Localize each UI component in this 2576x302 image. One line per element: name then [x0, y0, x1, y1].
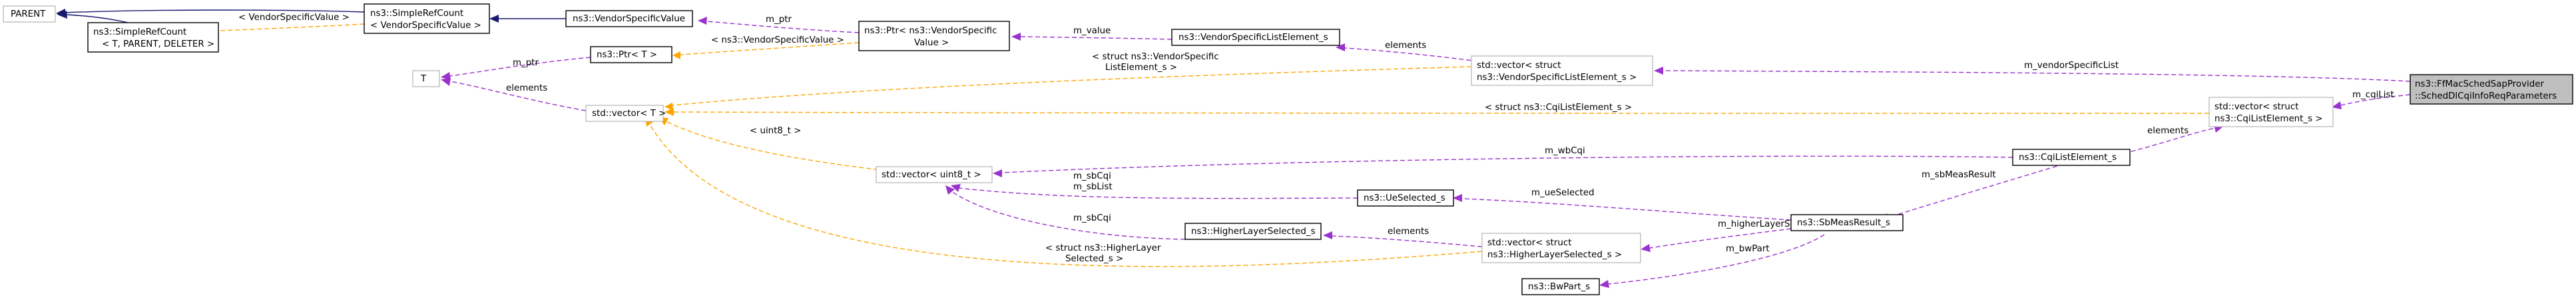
edge-m-ptr-vsv: m_ptr — [698, 15, 860, 33]
edge-m-cqilist: m_cqiList — [2332, 90, 2411, 109]
edge-m-value: m_value — [1011, 26, 1172, 41]
node-ptr-vendorspecificvalue[interactable]: ns3::Ptr< ns3::VendorSpecific Value > — [858, 21, 1010, 51]
svg-text:ns3::SimpleRefCount: ns3::SimpleRefCount — [93, 27, 186, 37]
edge-label: < struct ns3::CqiListElement_s > — [1485, 103, 1632, 113]
svg-text:std::vector< T >: std::vector< T > — [592, 109, 666, 119]
edge-label: m_sbCqi — [1073, 213, 1111, 223]
svg-text:ns3::CqiListElement_s: ns3::CqiListElement_s — [2019, 153, 2117, 163]
edge-elements-t: elements — [441, 78, 587, 111]
node-bwpart[interactable]: ns3::BwPart_s — [1521, 278, 1600, 295]
edge-template-vslist: < struct ns3::VendorSpecific ListElement… — [664, 52, 1472, 111]
node-ueselected[interactable]: ns3::UeSelected_s — [1357, 189, 1454, 207]
svg-text:ns3::UeSelected_s: ns3::UeSelected_s — [1364, 193, 1445, 203]
edge-simplerefcount-vsv-to-parent — [56, 9, 365, 17]
svg-text:ns3::VendorSpecificListElement: ns3::VendorSpecificListElement_s > — [1477, 73, 1637, 83]
svg-text:ns3::FfMacSchedSapProvider: ns3::FfMacSchedSapProvider — [2415, 79, 2544, 89]
node-t[interactable]: T — [412, 70, 440, 87]
svg-text:< VendorSpecificValue >: < VendorSpecificValue > — [370, 21, 481, 31]
node-vector-t[interactable]: std::vector< T > — [585, 105, 666, 122]
edge-label: m_bwPart — [1726, 244, 1770, 254]
edge-label: m_ueSelected — [1531, 188, 1595, 198]
edge-label: m_vendorSpecificList — [2024, 61, 2119, 71]
node-vector-cqilistelement[interactable]: std::vector< struct ns3::CqiListElement_… — [2208, 97, 2334, 127]
edge-template-ptr-vsv: < ns3::VendorSpecificValue > — [672, 35, 860, 59]
edge-label: m_sbList — [1073, 182, 1113, 192]
svg-text:ns3::SbMeasResult_s: ns3::SbMeasResult_s — [1797, 218, 1890, 228]
edge-label: elements — [1385, 41, 1426, 51]
edge-template-uint8: < uint8_t > — [658, 117, 886, 171]
edge-label: m_cqiList — [2352, 90, 2394, 100]
node-vector-vendorspecificlistelement[interactable]: std::vector< struct ns3::VendorSpecificL… — [1471, 55, 1653, 86]
svg-text:ns3::SimpleRefCount: ns3::SimpleRefCount — [370, 9, 463, 19]
svg-text:ns3::CqiListElement_s >: ns3::CqiListElement_s > — [2214, 114, 2323, 124]
edge-elements-cqilist: elements — [2123, 125, 2224, 154]
edge-label: elements — [1388, 227, 1429, 237]
edge-label: < struct ns3::HigherLayer — [1045, 243, 1161, 253]
edge-label: m_sbCqi — [1073, 171, 1111, 181]
node-simplerefcount-vendorspecificvalue[interactable]: ns3::SimpleRefCount < VendorSpecificValu… — [364, 3, 490, 34]
edge-label: m_ptr — [513, 58, 539, 68]
edge-template-cqilist: < struct ns3::CqiListElement_s > — [664, 103, 2210, 116]
edge-m-bwpart: m_bwPart — [1599, 234, 1825, 288]
edge-label: m_ptr — [766, 15, 792, 25]
svg-text:ns3::Ptr< T >: ns3::Ptr< T > — [597, 50, 657, 60]
edge-m-ptr-t: m_ptr — [441, 57, 591, 80]
edge-m-sbcqi-sblist: m_sbCqi m_sbList — [951, 171, 1358, 199]
svg-text:ns3::VendorSpecificListElement: ns3::VendorSpecificListElement_s — [1178, 33, 1328, 43]
svg-text:ns3::HigherLayerSelected_s: ns3::HigherLayerSelected_s — [1191, 227, 1316, 237]
svg-text:PARENT: PARENT — [11, 9, 46, 19]
edge-label: < uint8_t > — [750, 126, 801, 136]
node-vector-higherlayerselected[interactable]: std::vector< struct ns3::HigherLayerSele… — [1481, 233, 1641, 263]
edge-label: elements — [506, 83, 547, 93]
edge-elements-vslist: elements — [1336, 41, 1479, 62]
edge-label: < VendorSpecificValue > — [238, 13, 350, 23]
edge-template-hl: < struct ns3::HigherLayer Selected_s > — [645, 116, 1483, 267]
svg-text:std::vector< struct: std::vector< struct — [1487, 238, 1572, 248]
svg-text:ns3::BwPart_s: ns3::BwPart_s — [1528, 282, 1590, 292]
svg-text:ns3::Ptr< ns3::VendorSpecific: ns3::Ptr< ns3::VendorSpecific — [864, 26, 997, 36]
node-sbmeasresult[interactable]: ns3::SbMeasResult_s — [1790, 214, 1904, 231]
node-schedulercqiinforeqparameters[interactable]: ns3::FfMacSchedSapProvider ::SchedDlCqiI… — [2410, 74, 2573, 105]
edge-label: m_wbCqi — [1545, 146, 1585, 156]
node-vendorspecificlistelement[interactable]: ns3::VendorSpecificListElement_s — [1171, 29, 1340, 46]
edge-m-ueselected: m_ueSelected — [1453, 188, 1792, 221]
svg-text:ns3::HigherLayerSelected_s >: ns3::HigherLayerSelected_s > — [1487, 250, 1622, 260]
edge-label: ListElement_s > — [1105, 63, 1177, 73]
svg-text:< T, PARENT, DELETER >: < T, PARENT, DELETER > — [102, 39, 214, 49]
edge-label: m_value — [1073, 26, 1111, 36]
edge-m-sbcqi-hl: m_sbCqi — [945, 185, 1186, 240]
svg-text:ns3::VendorSpecificValue: ns3::VendorSpecificValue — [573, 14, 685, 24]
node-vector-uint8[interactable]: std::vector< uint8_t > — [876, 166, 993, 183]
node-simplerefcount-t-parent-deleter[interactable]: ns3::SimpleRefCount < T, PARENT, DELETER… — [87, 22, 219, 53]
edge-label: elements — [2147, 126, 2189, 136]
edge-label: < ns3::VendorSpecificValue > — [711, 35, 844, 45]
node-higherlayerselected[interactable]: ns3::HigherLayerSelected_s — [1184, 223, 1322, 240]
edge-m-sbmeasresult: m_sbMeasResult — [1880, 163, 2065, 221]
edge-vsv-to-simplerefcount — [489, 15, 566, 23]
node-ptr-t[interactable]: ns3::Ptr< T > — [590, 46, 672, 63]
svg-text:std::vector< struct: std::vector< struct — [1477, 61, 1561, 71]
node-parent[interactable]: PARENT — [3, 5, 56, 23]
node-vendorspecificvalue[interactable]: ns3::VendorSpecificValue — [565, 10, 693, 27]
svg-text:T: T — [420, 74, 427, 84]
edge-elements-hl: elements — [1323, 227, 1483, 247]
svg-text:Value >: Value > — [914, 38, 949, 48]
edge-label: m_sbMeasResult — [1922, 170, 1996, 180]
edge-m-vendorspecificlist: m_vendorSpecificList — [1654, 61, 2411, 82]
edge-label: Selected_s > — [1065, 254, 1123, 264]
svg-text:std::vector< struct: std::vector< struct — [2214, 102, 2299, 112]
node-cqilistelement[interactable]: ns3::CqiListElement_s — [2012, 149, 2131, 166]
edge-label: < struct ns3::VendorSpecific — [1092, 52, 1219, 62]
svg-text:std::vector< uint8_t >: std::vector< uint8_t > — [882, 170, 981, 180]
svg-text:::SchedDlCqiInfoReqParameters: ::SchedDlCqiInfoReqParameters — [2415, 91, 2557, 101]
edge-m-wbcqi: m_wbCqi — [993, 146, 2013, 177]
